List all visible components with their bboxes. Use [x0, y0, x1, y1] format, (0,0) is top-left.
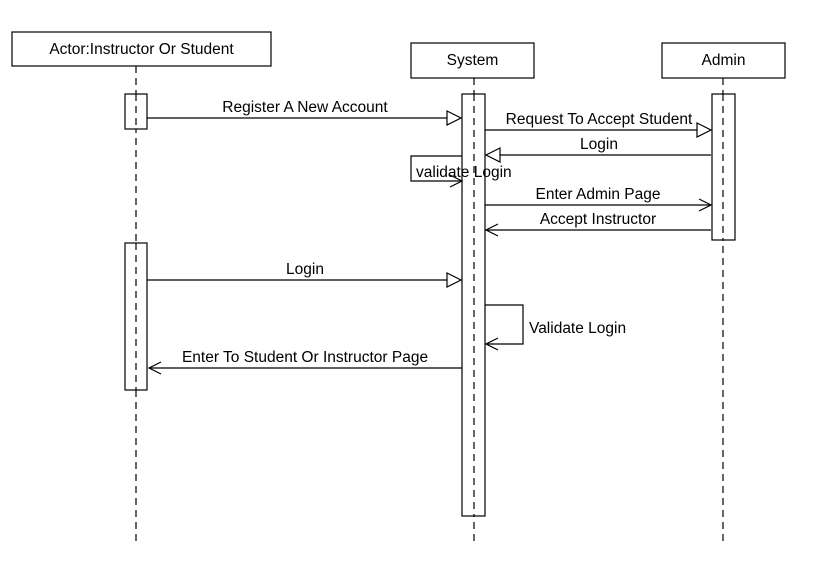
arrowhead-triangle [446, 272, 463, 288]
message-accept-instructor: Accept Instructor [484, 211, 711, 237]
participant-system: System [410, 42, 535, 79]
arrowhead-open [698, 198, 713, 212]
message-label: validate Login [416, 164, 512, 181]
arrowhead-triangle [696, 122, 713, 138]
arrowhead-triangle [484, 147, 501, 163]
message-validate-login-self-1: validate Login [410, 155, 512, 188]
participant-system-box [410, 42, 535, 79]
message-label: Login [286, 261, 324, 278]
arrowhead-open [484, 337, 499, 351]
arrowhead-open [147, 361, 162, 375]
message-label: Accept Instructor [540, 211, 656, 228]
arrowhead-open [449, 174, 464, 188]
arrowhead-triangle [446, 110, 463, 126]
message-label: Register A New Account [222, 99, 388, 116]
message-user-login: Login [147, 261, 463, 288]
message-request-accept-student: Request To Accept Student [485, 111, 713, 138]
arrowhead-open [484, 223, 499, 237]
message-label: Request To Accept Student [506, 111, 693, 128]
participant-actor-box [11, 31, 272, 67]
participant-actor-label: Actor:Instructor Or Student [49, 41, 234, 58]
message-label: Validate Login [529, 320, 626, 337]
message-label: Enter Admin Page [536, 186, 661, 203]
participant-admin-label: Admin [702, 52, 746, 69]
message-label: Enter To Student Or Instructor Page [182, 349, 428, 366]
message-register-account: Register A New Account [147, 99, 463, 126]
message-enter-student-instructor-page: Enter To Student Or Instructor Page [147, 349, 462, 375]
message-label: Login [580, 136, 618, 153]
participant-actor: Actor:Instructor Or Student [11, 31, 272, 67]
message-validate-login-self-2: Validate Login [484, 304, 626, 351]
message-enter-admin-page: Enter Admin Page [485, 186, 713, 212]
message-admin-login: Login [484, 136, 711, 163]
participant-admin: Admin [661, 42, 786, 79]
participant-system-label: System [447, 52, 499, 69]
